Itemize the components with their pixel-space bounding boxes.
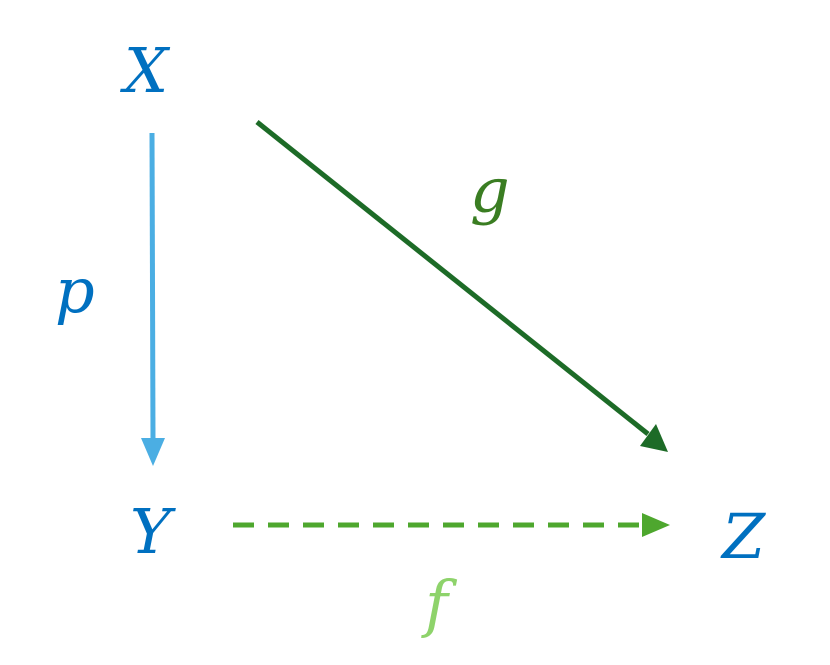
edge-label-p: p	[55, 254, 95, 327]
arrow-f	[233, 513, 670, 537]
node-z: Z	[720, 500, 766, 573]
arrow-p	[141, 132, 165, 466]
edge-label-f: f	[421, 567, 458, 640]
edge-label-g: g	[470, 154, 510, 227]
node-y: Y	[130, 495, 176, 568]
node-x: X	[120, 34, 171, 107]
arrow-g	[255, 120, 668, 452]
